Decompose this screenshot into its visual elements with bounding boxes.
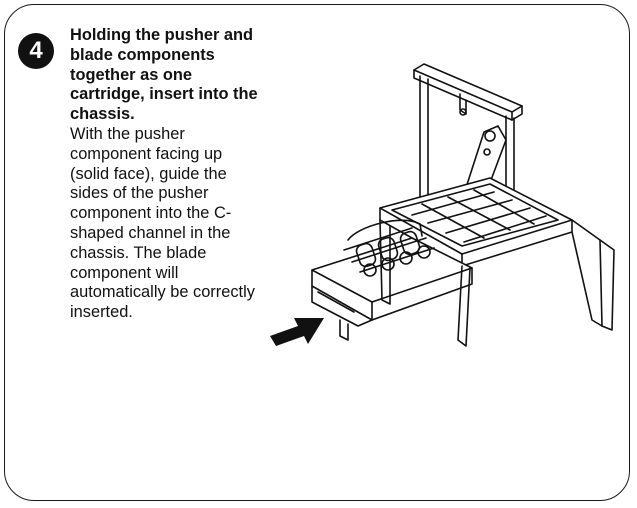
step-instructions: Holding the pusher and blade components … bbox=[70, 26, 260, 323]
insert-direction-arrow-icon bbox=[270, 318, 324, 346]
step-number-badge: 4 bbox=[18, 33, 54, 69]
slicer-cartridge-insertion-illustration bbox=[311, 63, 615, 347]
instruction-card bbox=[4, 4, 630, 501]
step-lead-text: Holding the pusher and blade components … bbox=[70, 26, 258, 124]
step-body-text: With the pusher component facing up (sol… bbox=[70, 124, 255, 322]
